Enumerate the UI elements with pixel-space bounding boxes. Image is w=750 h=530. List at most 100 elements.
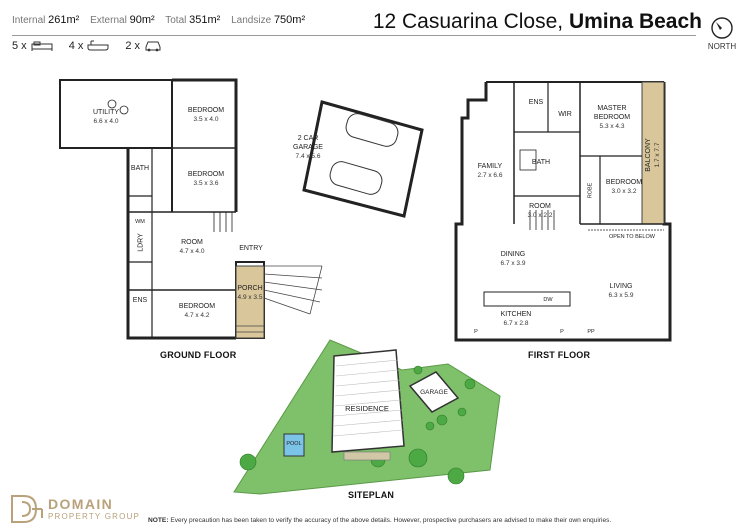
room-kitchen-name: KITCHEN	[500, 311, 532, 318]
site-deck	[343, 451, 391, 461]
garage-dim: 7.4 x 5.6	[295, 153, 321, 160]
room-bath-ground: BATH	[128, 164, 152, 173]
bath-tub	[519, 149, 537, 171]
room-ens-first: ENS	[524, 98, 548, 107]
kitchen-island	[483, 291, 571, 307]
room-ground-room-dim: 4.7 x 4.0	[179, 248, 205, 255]
car-count-value: 2 x	[125, 40, 141, 52]
stat-landsize-label: Landsize	[231, 15, 272, 26]
pantry-pp: PP	[584, 328, 598, 337]
north-indicator: NORTH	[704, 12, 740, 60]
stat-total-value: 351m²	[189, 14, 221, 26]
room-master-dim: 5.3 x 4.3	[599, 123, 625, 130]
room-bedroom-a-name: BEDROOM	[187, 107, 225, 114]
stat-external-value: 90m²	[129, 14, 155, 26]
room-ens-ground: ENS	[128, 296, 152, 305]
room-wm: WM	[128, 218, 152, 227]
residence-footprint	[331, 349, 405, 453]
room-entry: ENTRY	[236, 244, 266, 253]
room-ens-first-name: ENS	[528, 99, 544, 106]
stat-total-label: Total	[165, 15, 187, 26]
logo-subtitle: PROPERTY GROUP	[48, 512, 141, 521]
room-bath-first: BATH	[524, 158, 558, 167]
dishwasher-label: DW	[543, 297, 553, 303]
room-family-dim: 2.7 x 6.6	[477, 172, 503, 179]
stat-external-label: External	[90, 15, 127, 26]
bath-count: 4 x	[69, 40, 110, 52]
car-count: 2 x	[125, 40, 162, 52]
room-kitchen-dim: 6.7 x 2.8	[503, 320, 529, 327]
room-living-name: LIVING	[609, 283, 633, 290]
suburb-name: Umina Beach	[568, 10, 702, 33]
room-ldry: LDRY	[137, 228, 146, 258]
room-wir-name: WIR	[558, 111, 572, 118]
garage-cars	[329, 113, 399, 195]
north-label: NORTH	[707, 42, 737, 51]
logo-wordmark: DOMAIN	[48, 496, 114, 512]
room-porch-name: PORCH	[237, 285, 263, 292]
disclaimer-note-text: Every precaution has been taken to verif…	[168, 517, 612, 524]
siteplan-drawing	[233, 339, 501, 495]
room-ldry-name: LDRY	[137, 233, 145, 252]
siteplan-pool: POOL	[286, 441, 302, 447]
room-first-room-name: ROOM	[529, 203, 551, 210]
garage-name-line2: GARAGE	[293, 144, 323, 151]
room-bedroom-b: BEDROOM 3.5 x 3.6	[178, 170, 234, 188]
room-robe-name: ROBE	[587, 182, 594, 199]
room-bedroom-first: BEDROOM 3.0 x 3.2	[604, 178, 644, 196]
pool-shape	[283, 433, 305, 457]
bed-count: 5 x	[12, 40, 53, 52]
siteplan-label: SITEPLAN	[348, 490, 395, 500]
room-bedroom-c-dim: 4.7 x 4.2	[184, 312, 210, 319]
porch-fill	[235, 265, 265, 339]
compass-icon	[711, 17, 733, 39]
room-first-room-dim: 3.0 x 2.2	[527, 212, 553, 219]
room-living: LIVING 6.3 x 5.9	[596, 282, 646, 300]
room-bath-first-name: BATH	[531, 159, 551, 166]
pantry-2: P	[556, 328, 568, 337]
room-ground-room-name: ROOM	[181, 239, 203, 246]
residence-roof-hatch	[332, 359, 404, 437]
car-icon	[145, 41, 161, 52]
room-balcony-dim: 1.7 x 7.7	[654, 142, 661, 168]
street-address: 12 Casuarina Close,	[372, 10, 564, 33]
room-porch-dim: 4.9 x 3.5	[237, 294, 263, 301]
room-utility-name: UTILITY	[92, 109, 120, 116]
open-to-below-text: OPEN TO BELOW	[609, 234, 655, 240]
domain-logo-mark	[11, 495, 43, 523]
bath-count-value: 4 x	[68, 40, 84, 52]
ground-wall-north-east	[172, 78, 238, 212]
room-master-name1: MASTER	[597, 105, 627, 112]
property-address: 12 Casuarina Close, Umina Beach	[373, 10, 702, 34]
room-bedroom-a-dim: 3.5 x 4.0	[193, 116, 219, 123]
first-floor-label: FIRST FLOOR	[528, 350, 591, 360]
bed-icon	[31, 41, 53, 51]
room-bedroom-a: BEDROOM 3.5 x 4.0	[178, 106, 234, 124]
room-entry-name: ENTRY	[239, 245, 263, 252]
stat-landsize-value: 750m²	[273, 14, 306, 26]
room-bedroom-first-dim: 3.0 x 3.2	[611, 188, 637, 195]
first-interior-stairs	[529, 210, 555, 230]
room-robe: ROBE	[587, 176, 596, 206]
siteplan-garage: GARAGE	[420, 389, 448, 396]
bathtub-icon	[87, 40, 109, 51]
site-trees	[239, 365, 476, 485]
porch-stairs	[236, 265, 323, 333]
room-porch: PORCH 4.9 x 3.5	[224, 284, 276, 302]
room-bedroom-c: BEDROOM 4.7 x 4.2	[170, 302, 224, 320]
room-balcony-name: BALCONY	[645, 138, 652, 172]
garage-footprint	[408, 371, 460, 413]
room-bedroom-first-name: BEDROOM	[605, 179, 643, 186]
room-wm-name: WM	[135, 219, 145, 225]
room-bath-ground-name: BATH	[130, 165, 150, 172]
room-bedroom-b-name: BEDROOM	[187, 171, 225, 178]
bed-count-value: 5 x	[12, 40, 27, 52]
property-stats: Internal 261m² External 90m² Total 351m²…	[12, 14, 305, 26]
first-floor-plan	[454, 81, 672, 342]
garage-plan	[302, 100, 424, 218]
open-to-below: OPEN TO BELOW	[604, 233, 660, 242]
room-dining: DINING 6.7 x 3.9	[488, 250, 538, 268]
disclaimer-note: NOTE: Every precaution has been taken to…	[148, 517, 611, 524]
room-dining-dim: 6.7 x 3.9	[500, 260, 526, 267]
